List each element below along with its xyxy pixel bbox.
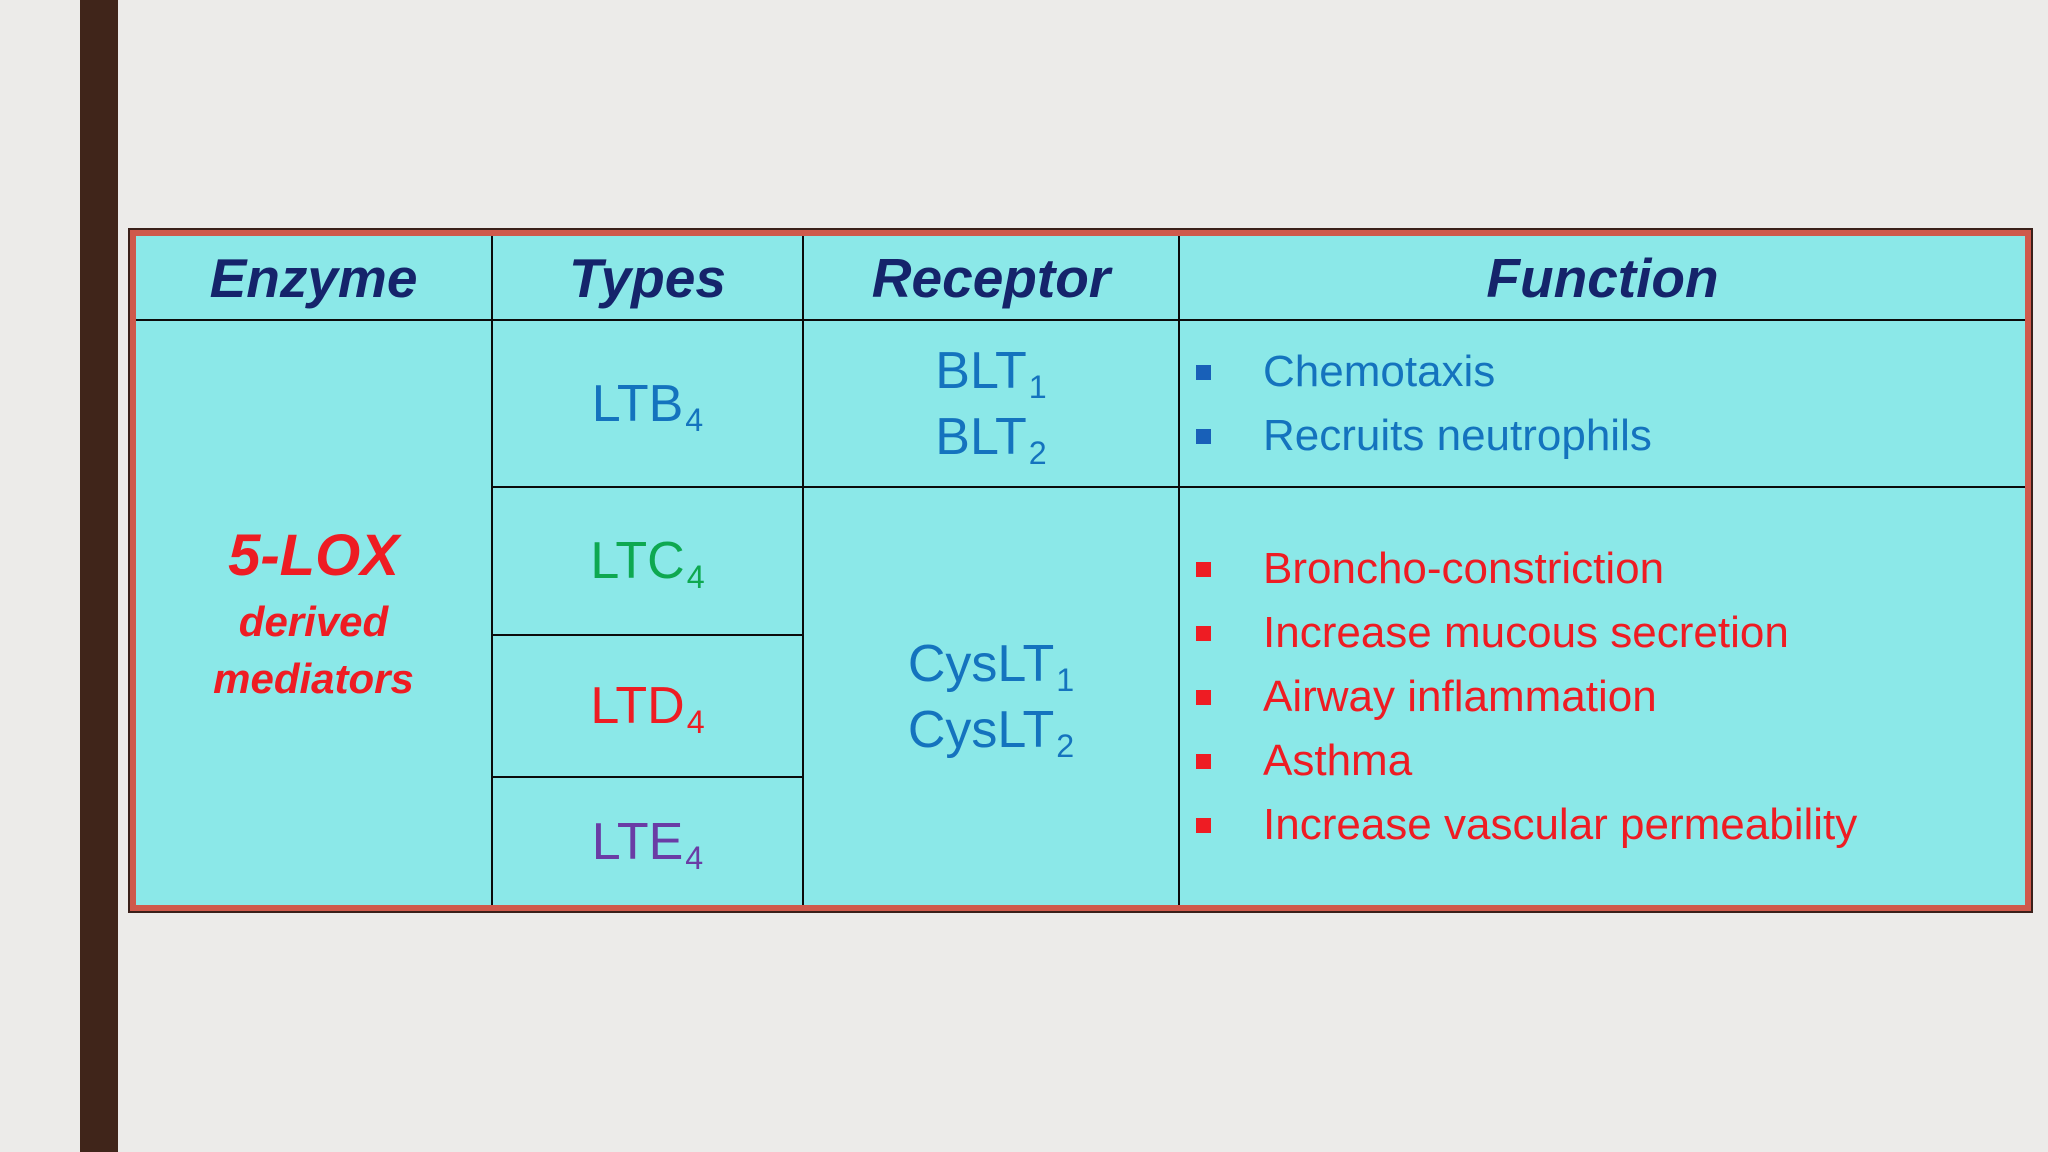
table-header-row: Enzyme Types Receptor Function	[135, 235, 2026, 321]
function-item: Airway inflammation	[1196, 665, 2015, 729]
type-cell-ltb4: LTB4	[491, 319, 804, 488]
enzyme-title: 5-LOX	[228, 523, 399, 588]
function-item-label: Airway inflammation	[1263, 671, 1657, 721]
function-item-label: Asthma	[1263, 735, 1413, 785]
function-cell-blt: Chemotaxis Recruits neutrophils	[1178, 319, 2026, 488]
type-label: LTD	[590, 677, 685, 735]
receptor-label: BLT	[935, 407, 1027, 466]
receptor-subscript: 1	[1056, 661, 1075, 698]
function-item-label: Increase mucous secretion	[1263, 607, 1789, 657]
function-item: Chemotaxis	[1196, 340, 2015, 404]
function-cell-cyslt: Broncho-constriction Increase mucous sec…	[1178, 486, 2026, 906]
types-header-cell: Types	[491, 235, 804, 321]
receptor-line: BLT1	[804, 338, 1178, 404]
bullet-square-icon	[1196, 754, 1211, 769]
leukotriene-table: Enzyme Types Receptor Function 5-LOX der…	[128, 228, 2033, 913]
left-accent-bar	[80, 0, 118, 1152]
function-item: Increase vascular permeability	[1196, 793, 2015, 857]
table-row-ltb4: 5-LOX derived mediators LTB4 BLT1 BLT2	[135, 319, 2026, 906]
type-label: LTB	[591, 374, 684, 433]
function-item-label: Broncho-constriction	[1263, 543, 1665, 593]
receptor-subscript: 1	[1028, 368, 1047, 405]
type-subscript: 4	[685, 401, 704, 438]
function-item: Recruits neutrophils	[1196, 404, 2015, 468]
type-subscript: 4	[686, 559, 705, 596]
bullet-square-icon	[1196, 626, 1211, 641]
receptor-subscript: 2	[1028, 434, 1047, 471]
enzyme-header-cell: Enzyme	[135, 235, 493, 321]
receptor-label: CysLT	[907, 700, 1055, 759]
enzyme-subtitle-line1: derived	[238, 598, 389, 645]
receptor-label: BLT	[935, 341, 1027, 400]
receptor-header-cell: Receptor	[802, 235, 1180, 321]
function-item-label: Recruits neutrophils	[1263, 410, 1652, 460]
receptor-line: BLT2	[804, 404, 1178, 470]
type-label: LTE	[591, 812, 684, 871]
type-subscript: 4	[686, 704, 705, 741]
type-cell-lte4: LTE4	[491, 776, 804, 906]
function-list-blt: Chemotaxis Recruits neutrophils	[1180, 340, 2025, 468]
receptor-subscript: 2	[1056, 727, 1075, 764]
receptor-line: CysLT1	[804, 631, 1178, 697]
table-row-lte4: LTE4	[136, 776, 2025, 906]
receptor-cell-cyslt: CysLT1 CysLT2	[802, 486, 1180, 906]
bullet-square-icon	[1196, 365, 1211, 380]
bullet-square-icon	[1196, 562, 1211, 577]
enzyme-merged-cell: 5-LOX derived mediators	[135, 319, 493, 906]
bullet-square-icon	[1196, 690, 1211, 705]
enzyme-subtitle-line2: mediators	[213, 655, 414, 702]
type-cell-ltd4: LTD4	[491, 634, 804, 778]
type-label: LTC	[590, 532, 685, 590]
receptor-cell-blt: BLT1 BLT2	[802, 319, 1180, 488]
type-cell-ltc4: LTC4	[491, 486, 804, 636]
function-item: Increase mucous secretion	[1196, 601, 2015, 665]
function-item-label: Chemotaxis	[1263, 346, 1496, 396]
function-item: Asthma	[1196, 729, 2015, 793]
table-row-ltc4: LTC4 CysLT1 CysLT2 Broncho-constriction	[136, 486, 2026, 906]
function-item: Broncho-constriction	[1196, 537, 2015, 601]
table-row-ltd4: LTD4	[136, 634, 2025, 778]
mediators-table: Enzyme Types Receptor Function 5-LOX der…	[135, 235, 2026, 906]
function-list-cyslt: Broncho-constriction Increase mucous sec…	[1180, 537, 2025, 857]
bullet-square-icon	[1196, 429, 1211, 444]
type-subscript: 4	[685, 839, 704, 876]
function-header-cell: Function	[1178, 235, 2026, 321]
receptor-label: CysLT	[907, 634, 1055, 693]
bullet-square-icon	[1196, 818, 1211, 833]
function-item-label: Increase vascular permeability	[1263, 799, 1858, 849]
receptor-line: CysLT2	[804, 697, 1178, 763]
